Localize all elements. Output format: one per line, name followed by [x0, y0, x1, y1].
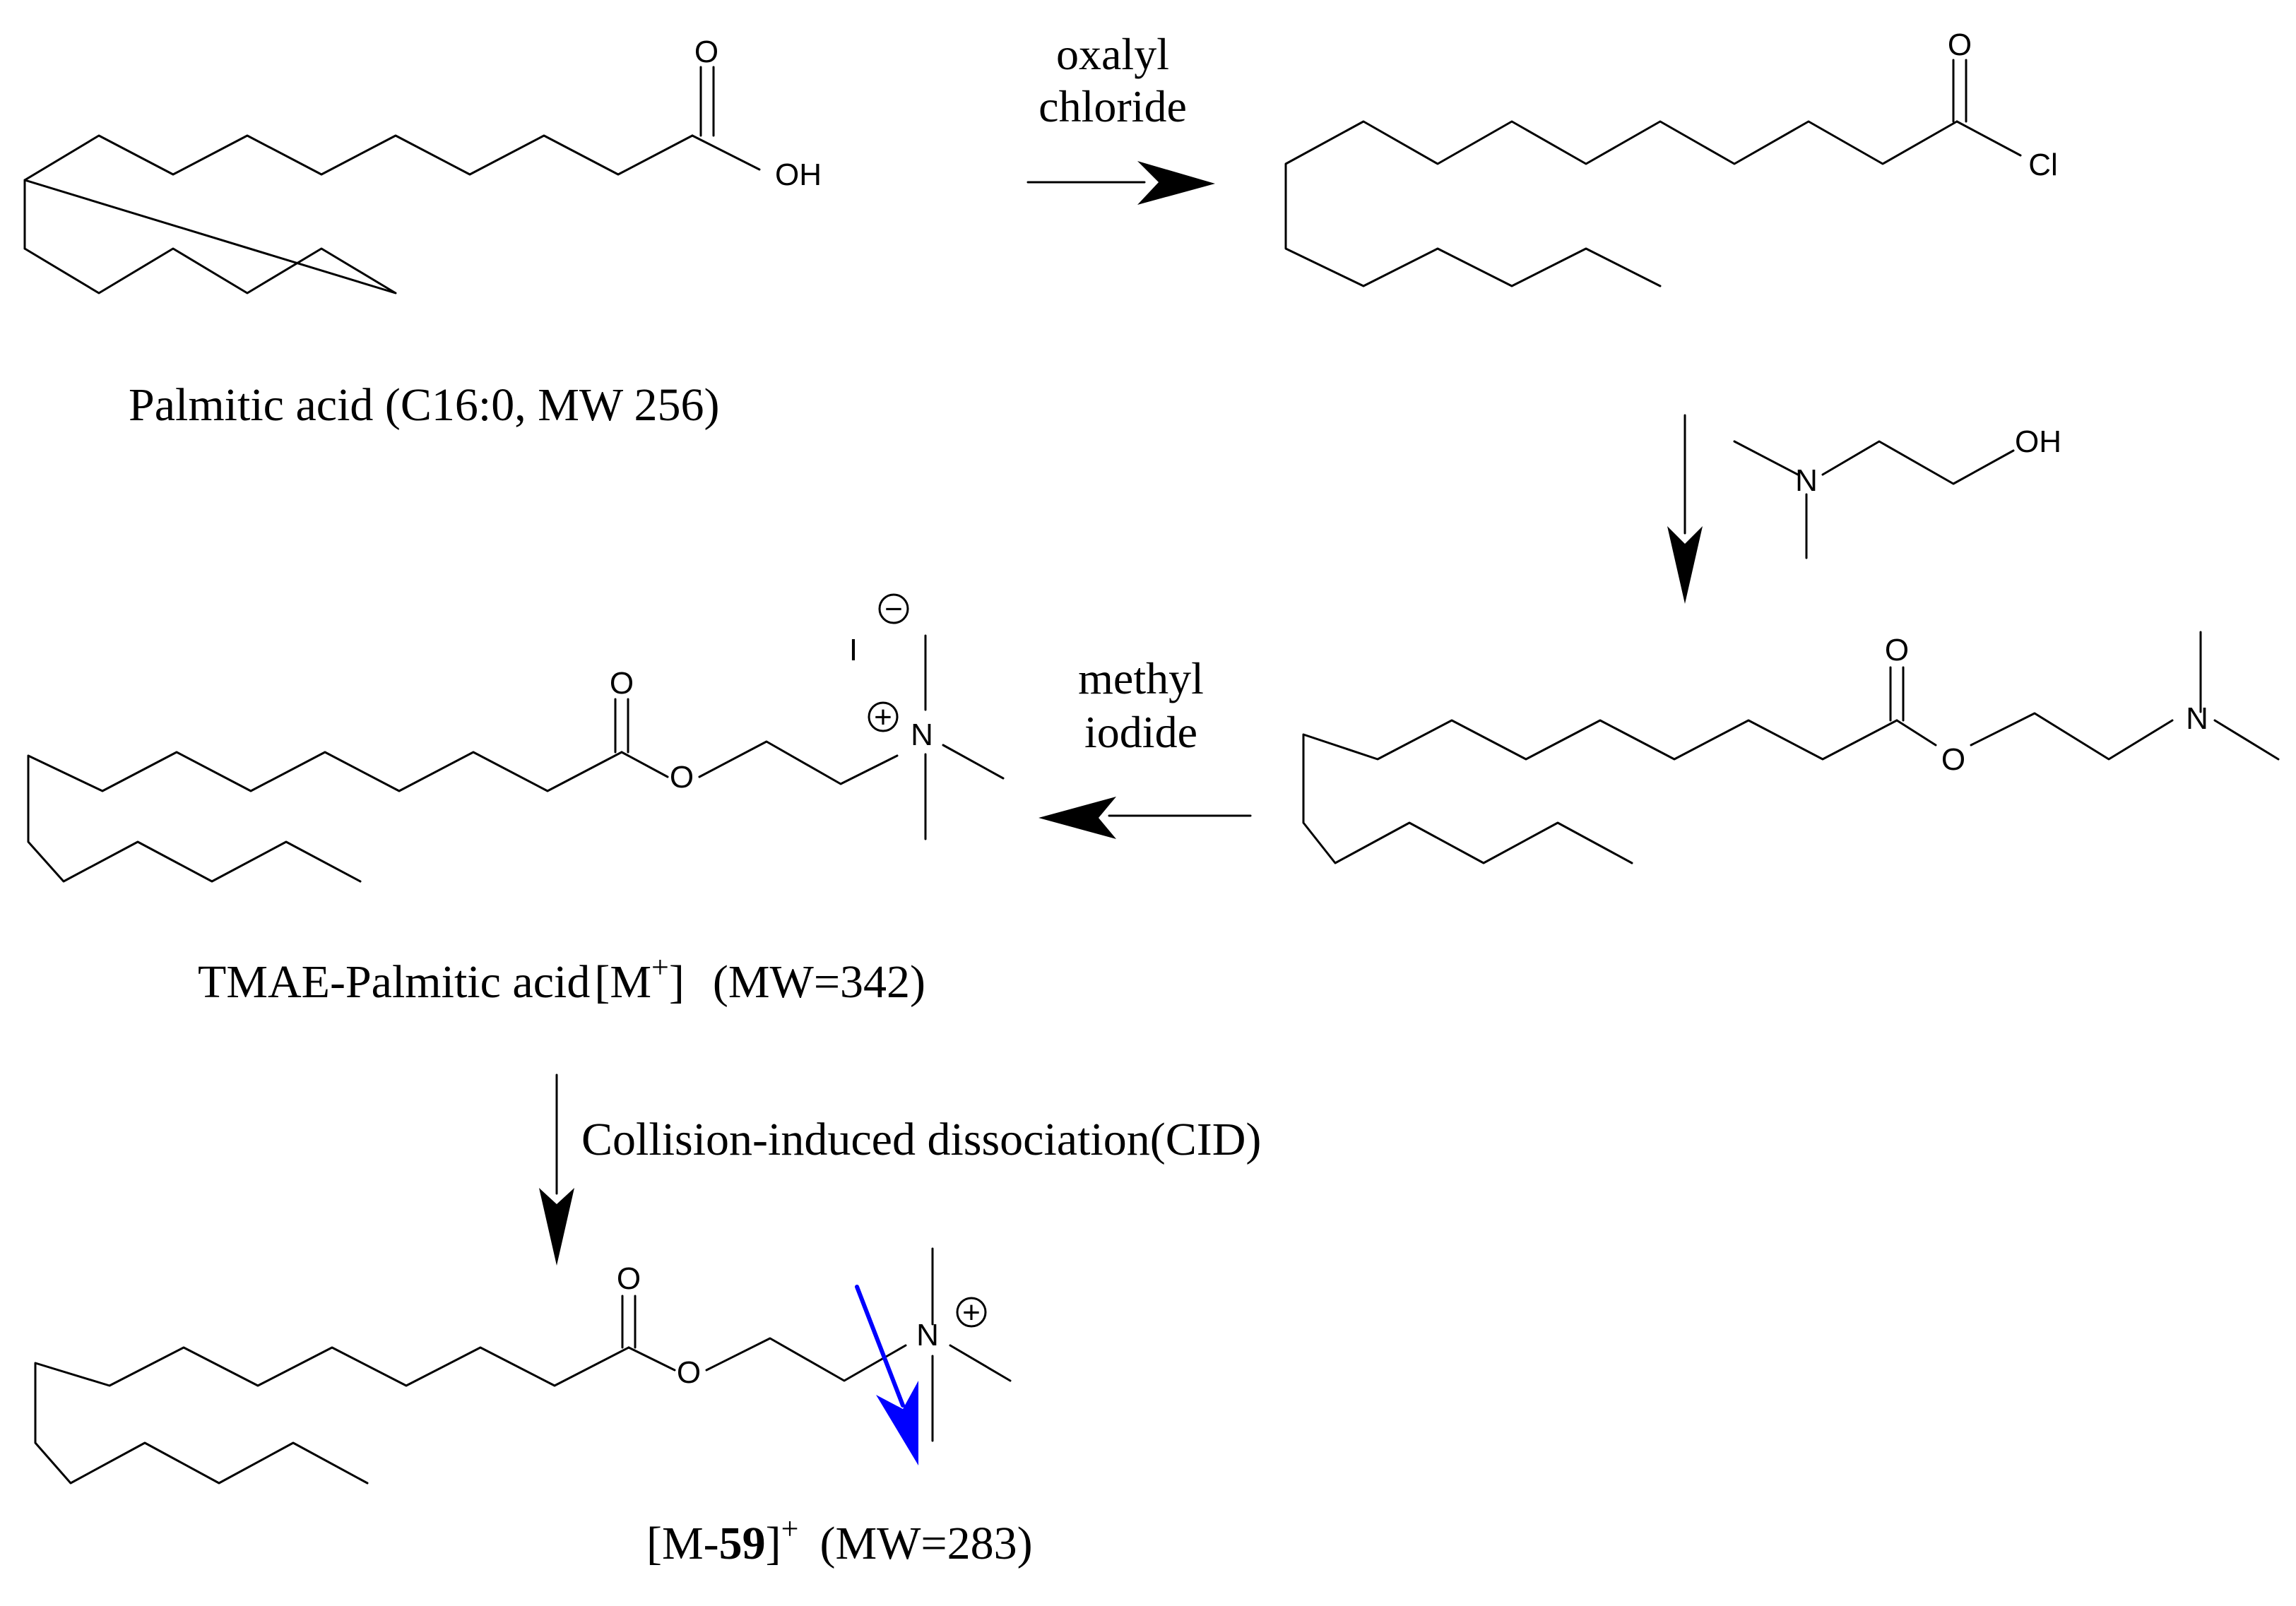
reaction-arrow-step1	[1026, 161, 1215, 205]
cid-label: Collision-induced dissociation(CID)	[581, 1114, 1261, 1165]
positive-charge-icon	[868, 701, 899, 732]
fragment-caption-close: ]	[766, 1518, 781, 1569]
tmae-caption-sup: +	[651, 950, 669, 985]
reagent-nitrogen-label: N	[1795, 463, 1818, 498]
carbonyl-oxygen-label: O	[694, 35, 718, 69]
tmae-caption-name: TMAE-Palmitic acid	[198, 956, 590, 1008]
tmae-caption-ion: [M	[594, 956, 651, 1008]
reagent-iodide-label: iodide	[1084, 707, 1197, 757]
reaction-arrow-step2	[1667, 414, 1703, 604]
fragment-caption-loss: 59	[719, 1518, 766, 1569]
fragment-positive-charge-sign: +	[962, 1295, 981, 1330]
reagent-oxalyl-label: oxalyl	[1056, 29, 1169, 79]
reaction-arrow-step4	[539, 1073, 574, 1266]
positive-charge-sign: +	[874, 700, 892, 734]
tmae-caption: TMAE-Palmitic acid[M+] (MW=342)	[198, 950, 925, 1008]
negative-charge-sign: −	[884, 592, 903, 626]
fragment-nitrogen-label: N	[916, 1318, 939, 1352]
reagent-hydroxyl-label: OH	[2015, 424, 2061, 459]
palmitic-acid-structure: O OH	[23, 35, 822, 295]
ester-oxygen-label: O	[1941, 742, 1965, 777]
fragment-ester-oxygen-label: O	[677, 1355, 701, 1390]
negative-charge-icon	[878, 593, 909, 624]
quaternary-nitrogen-label: N	[911, 718, 933, 752]
palmitoyl-chloride-structure: O Cl	[1284, 28, 2058, 287]
reagent-methyl-label: methyl	[1078, 653, 1204, 703]
palmitic-acid-caption: Palmitic acid (C16:0, MW 256)	[129, 379, 720, 431]
ester-carbonyl-oxygen-label: O	[1885, 633, 1909, 667]
fragment-caption-open: [M-	[646, 1518, 719, 1569]
cleavage-arrow	[855, 1285, 918, 1465]
acyl-oxygen-label: O	[1948, 28, 1972, 62]
tmae-carbonyl-oxygen-label: O	[610, 666, 634, 701]
tmae-ester-oxygen-label: O	[670, 760, 694, 795]
fragment-ion-structure: O O N +	[34, 1247, 1012, 1485]
fragment-caption-sup: +	[781, 1511, 799, 1546]
fragment-caption: [M-59]+ (MW=283)	[646, 1511, 1033, 1569]
amine-nitrogen-label: N	[2186, 701, 2208, 736]
fragment-caption-mw: (MW=283)	[819, 1518, 1032, 1569]
dimethylaminoethyl-palmitate-structure: O O N	[1302, 631, 2280, 864]
hydroxyl-label: OH	[775, 157, 822, 192]
fragment-carbonyl-oxygen-label: O	[617, 1261, 641, 1296]
reagent-chloride-label: chloride	[1038, 81, 1187, 131]
fragment-positive-charge-icon	[956, 1297, 987, 1328]
dimethylaminoethanol-reagent: N OH	[1733, 424, 2061, 559]
tmae-palmitate-structure: O O N + I −	[27, 592, 1005, 883]
tmae-caption-close: ]	[669, 956, 685, 1008]
reaction-arrow-step3	[1038, 797, 1252, 839]
chlorine-label: Cl	[2028, 148, 2058, 182]
tmae-caption-mw: (MW=342)	[713, 956, 925, 1008]
iodine-label: I	[849, 633, 858, 667]
